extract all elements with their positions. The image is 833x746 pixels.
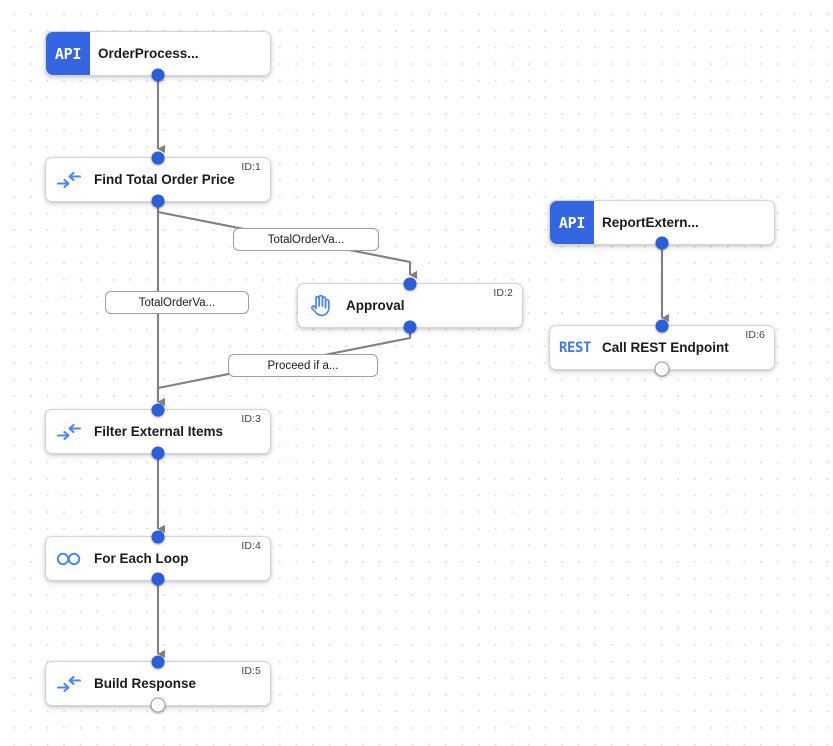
node-body: API OrderProcess... bbox=[46, 32, 270, 75]
node-title: ReportExtern... bbox=[602, 215, 699, 230]
node-title: Filter External Items bbox=[94, 424, 224, 439]
node-title: OrderProcess... bbox=[98, 46, 199, 61]
node-title: Build Response bbox=[94, 676, 197, 691]
node-body: For Each Loop bbox=[46, 537, 270, 580]
port-approval-in[interactable] bbox=[403, 277, 417, 291]
port-filter-in[interactable] bbox=[151, 403, 165, 417]
node-title: For Each Loop bbox=[94, 551, 189, 566]
api-badge-icon: API bbox=[550, 201, 594, 244]
node-body: Build Response bbox=[46, 662, 270, 705]
port-filter-out[interactable] bbox=[151, 446, 165, 460]
node-body: API ReportExtern... bbox=[550, 201, 774, 244]
node-id-badge: ID:4 bbox=[241, 540, 261, 552]
port-build-response-in[interactable] bbox=[151, 655, 165, 669]
port-call-rest-out[interactable] bbox=[654, 361, 670, 377]
port-approval-out[interactable] bbox=[403, 320, 417, 334]
node-body: Filter External Items bbox=[46, 410, 270, 453]
node-call-rest-endpoint[interactable]: REST Call REST Endpoint ID:6 bbox=[549, 325, 775, 370]
node-order-process[interactable]: API OrderProcess... bbox=[45, 31, 271, 76]
node-id-badge: ID:6 bbox=[745, 329, 765, 341]
raised-hand-icon bbox=[298, 294, 344, 318]
infinity-loop-icon bbox=[46, 549, 92, 569]
edge-label-total-order-value-top[interactable]: TotalOrderVa... bbox=[233, 228, 379, 251]
merge-arrows-icon bbox=[46, 673, 92, 695]
node-title: Call REST Endpoint bbox=[602, 340, 729, 355]
edge-label-total-order-value-left[interactable]: TotalOrderVa... bbox=[105, 291, 249, 314]
merge-arrows-icon bbox=[46, 169, 92, 191]
port-call-rest-in[interactable] bbox=[655, 319, 669, 333]
port-find-total-out[interactable] bbox=[151, 194, 165, 208]
node-body: Find Total Order Price bbox=[46, 158, 270, 201]
node-id-badge: ID:1 bbox=[241, 161, 261, 173]
port-order-process-out[interactable] bbox=[151, 68, 165, 82]
node-title: Find Total Order Price bbox=[94, 172, 235, 187]
node-body: REST Call REST Endpoint bbox=[550, 326, 774, 369]
port-loop-in[interactable] bbox=[151, 530, 165, 544]
merge-arrows-icon bbox=[46, 421, 92, 443]
edge-label-proceed-if[interactable]: Proceed if a... bbox=[228, 354, 378, 377]
port-find-total-in[interactable] bbox=[151, 151, 165, 165]
port-loop-out[interactable] bbox=[151, 572, 165, 586]
node-id-badge: ID:5 bbox=[241, 665, 261, 677]
api-badge-icon: API bbox=[46, 32, 90, 75]
node-id-badge: ID:2 bbox=[493, 287, 513, 299]
node-id-badge: ID:3 bbox=[241, 413, 261, 425]
port-report-external-out[interactable] bbox=[655, 236, 669, 250]
node-title: Approval bbox=[346, 298, 405, 313]
rest-badge-icon: REST bbox=[558, 339, 592, 356]
port-build-response-out[interactable] bbox=[150, 697, 166, 713]
node-body: Approval bbox=[298, 284, 522, 327]
